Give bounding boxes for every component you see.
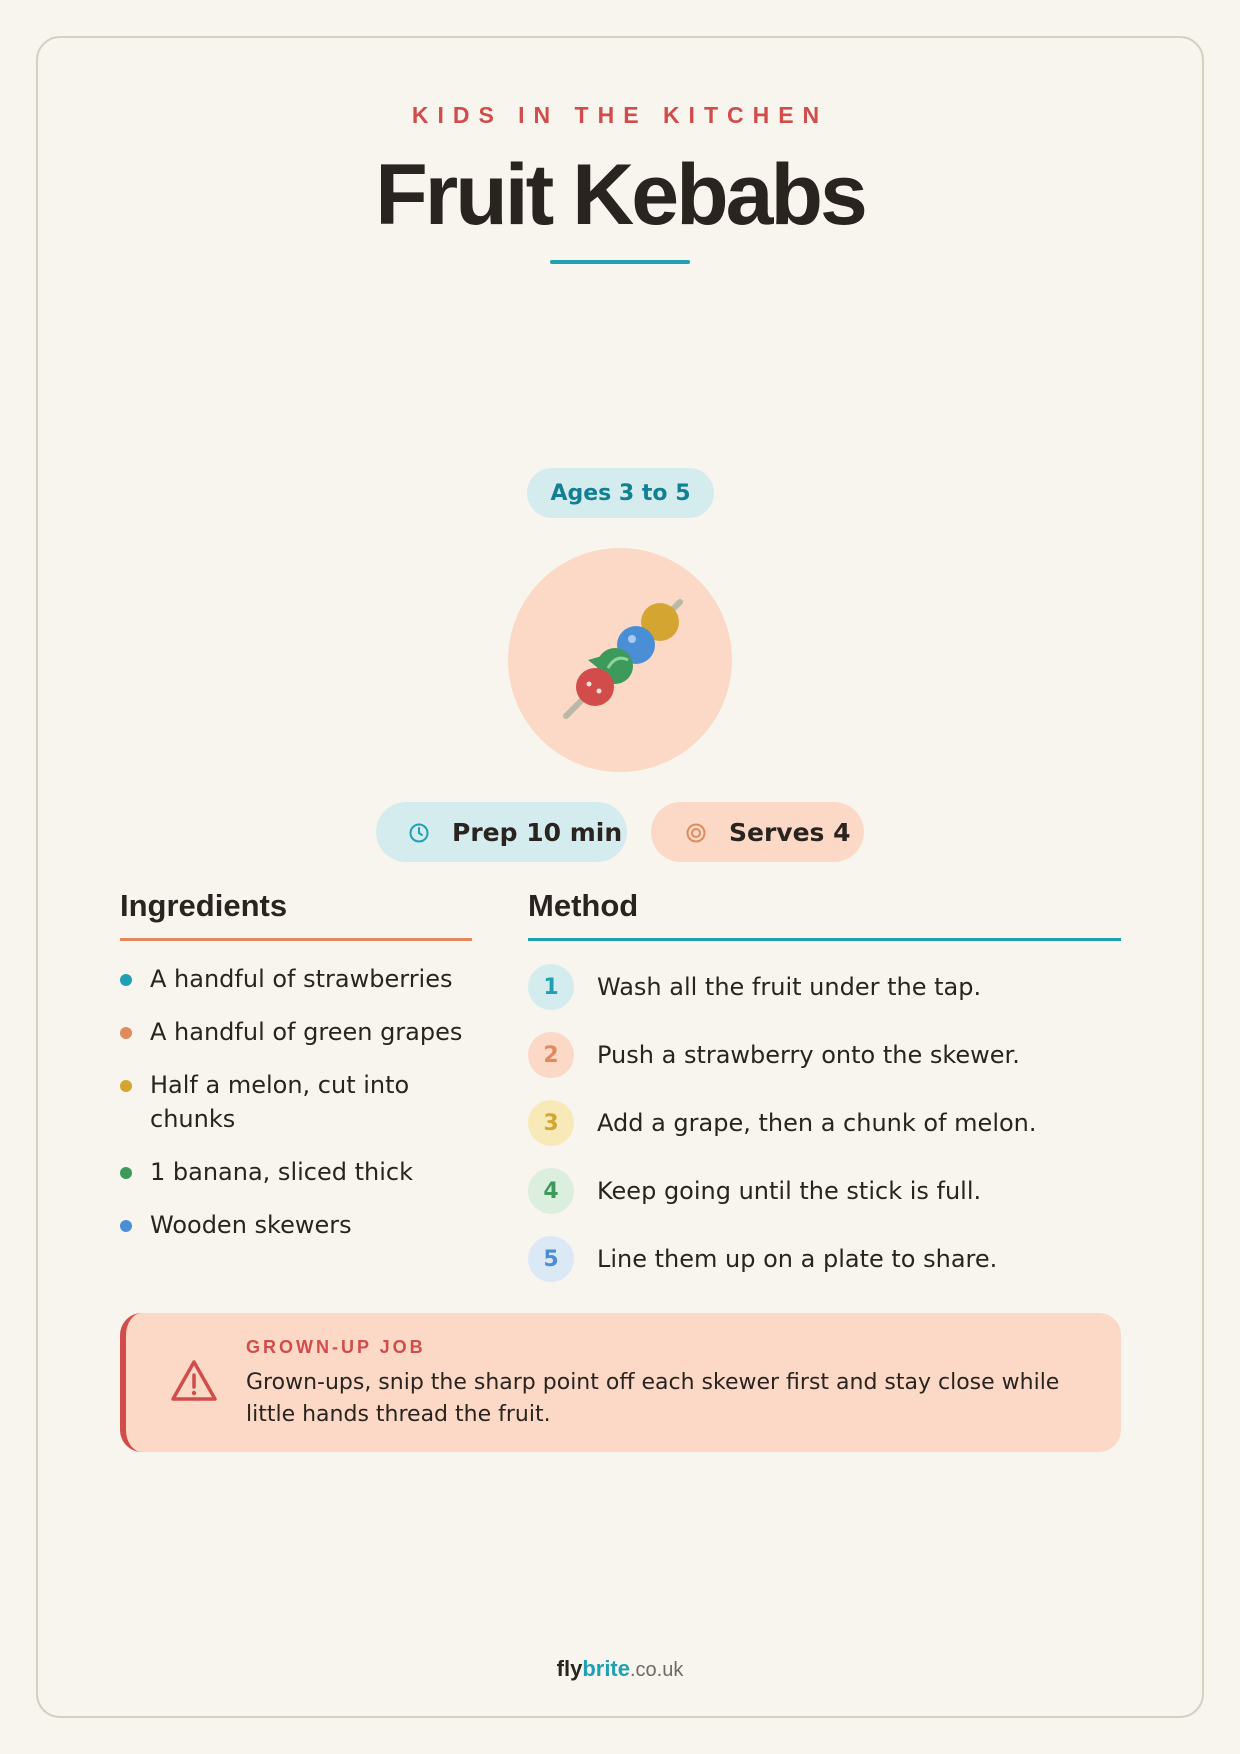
page-frame <box>36 36 1204 1718</box>
step-text: Add a grape, then a chunk of melon. <box>597 1109 1037 1137</box>
list-item: Half a melon, cut into chunks <box>120 1068 480 1136</box>
method-heading: Method <box>528 888 639 923</box>
method-step: 2 Push a strawberry onto the skewer. <box>528 1032 1128 1078</box>
brand-fly: fly <box>556 1656 583 1681</box>
step-text: Line them up on a plate to share. <box>597 1245 998 1273</box>
prep-time-label: Prep 10 min <box>452 817 623 847</box>
method-step: 5 Line them up on a plate to share. <box>528 1236 1128 1282</box>
ingredients-divider <box>120 938 472 941</box>
page-title: Fruit Kebabs <box>375 147 868 243</box>
ingredients-heading: Ingredients <box>120 888 288 923</box>
step-text: Keep going until the stick is full. <box>597 1177 982 1205</box>
step-number: 2 <box>528 1032 574 1078</box>
page-kicker: KIDS IN THE KITCHEN <box>411 102 829 128</box>
list-item: A handful of green grapes <box>120 1015 480 1049</box>
list-item: Wooden skewers <box>120 1208 480 1242</box>
ingredients-list: A handful of strawberries A handful of g… <box>120 962 480 1261</box>
step-number: 1 <box>528 964 574 1010</box>
brand-domain: .co.uk <box>630 1659 684 1681</box>
hero-illustration <box>508 548 732 772</box>
bullet-dot <box>120 1167 132 1179</box>
age-badge: Ages 3 to 5 <box>527 468 714 518</box>
callout-text: Grown-ups, snip the sharp point off each… <box>246 1370 1060 1427</box>
title-underline <box>550 260 690 264</box>
fruit-kebab-icon <box>563 599 683 719</box>
safety-callout: GROWN-UP JOB Grown-ups, snip the sharp p… <box>120 1313 1121 1452</box>
prep-time-badge: Prep 10 min <box>376 802 627 862</box>
clock-icon <box>408 821 430 843</box>
step-number: 5 <box>528 1236 574 1282</box>
bullet-dot <box>120 974 132 986</box>
step-number: 3 <box>528 1100 574 1146</box>
serves-badge: Serves 4 <box>651 802 864 862</box>
step-number: 4 <box>528 1168 574 1214</box>
method-divider <box>528 938 1121 941</box>
list-item: A handful of strawberries <box>120 962 480 996</box>
footer-brand: flybrite.co.uk <box>0 1656 1240 1682</box>
target-icon <box>685 821 707 843</box>
bullet-dot <box>120 1080 132 1092</box>
bullet-dot <box>120 1220 132 1232</box>
warning-icon <box>170 1359 218 1407</box>
serves-label: Serves 4 <box>729 817 851 847</box>
step-text: Push a strawberry onto the skewer. <box>597 1041 1020 1069</box>
method-step: 3 Add a grape, then a chunk of melon. <box>528 1100 1128 1146</box>
brand-brite: brite <box>582 1656 630 1681</box>
method-step: 1 Wash all the fruit under the tap. <box>528 964 1128 1010</box>
method-step: 4 Keep going until the stick is full. <box>528 1168 1128 1214</box>
bullet-dot <box>120 1027 132 1039</box>
step-text: Wash all the fruit under the tap. <box>597 973 982 1001</box>
method-steps: 1 Wash all the fruit under the tap. 2 Push… <box>528 964 1128 1304</box>
list-item: 1 banana, sliced thick <box>120 1155 480 1189</box>
callout-title: GROWN-UP JOB <box>246 1337 426 1357</box>
